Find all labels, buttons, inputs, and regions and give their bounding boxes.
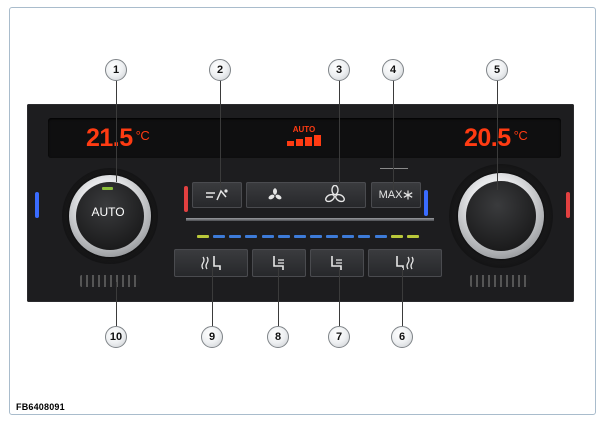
callout-line-5	[497, 80, 498, 190]
left-temperature-readout: 21.5°C	[86, 124, 150, 153]
callout-7: 7	[328, 326, 350, 348]
auto-intensity-bars-icon	[284, 135, 324, 146]
max-ac-indicator-line	[380, 168, 408, 169]
callout-2: 2	[209, 59, 231, 81]
max-ac-snowflake-icon	[403, 190, 413, 200]
callout-10: 10	[105, 326, 127, 348]
airflow-thumbwheel[interactable]	[80, 275, 140, 287]
auto-button[interactable]	[76, 182, 144, 250]
callout-6: 6	[391, 326, 413, 348]
max-ac-button[interactable]: MAX	[371, 182, 421, 208]
auto-button-label: AUTO	[91, 205, 125, 219]
auto-intensity-indicator: AUTO	[284, 125, 324, 150]
climate-display	[48, 118, 561, 158]
defrost-airflow-button[interactable]	[192, 182, 242, 208]
callout-line-10	[116, 282, 117, 326]
seat-ventilation-right-icon	[331, 256, 342, 270]
callout-9: 9	[201, 326, 223, 348]
callout-4: 4	[382, 59, 404, 81]
max-ac-label: MAX	[378, 189, 403, 201]
seat-heater-left-button[interactable]	[174, 249, 248, 277]
auto-led	[102, 187, 113, 190]
seat-heater-right-icon	[396, 256, 414, 270]
right-thumbwheel[interactable]	[470, 275, 530, 287]
seat-ventilation-right-button[interactable]	[310, 249, 364, 277]
callout-line-1	[116, 80, 117, 182]
left-cold-indicator	[35, 192, 39, 218]
led-indicator-strip	[197, 234, 419, 238]
fan-speed-rocker[interactable]	[246, 182, 366, 208]
right-temperature-readout: 20.5°C	[464, 124, 528, 153]
callout-line-4	[393, 80, 394, 190]
callout-line-6	[402, 268, 403, 326]
callout-line-9	[212, 268, 213, 326]
defrost-rear-airflow-icon	[206, 189, 228, 201]
callout-line-8	[278, 268, 279, 326]
seat-heater-left-icon	[201, 256, 221, 270]
right-temperature-value: 20.5	[464, 124, 511, 152]
left-temperature-unit: °C	[135, 128, 150, 143]
left-temperature-value: 21.5	[86, 124, 133, 152]
fan-low-icon[interactable]	[268, 188, 282, 202]
callout-8: 8	[267, 326, 289, 348]
callout-line-2	[220, 80, 221, 188]
right-knob-face	[466, 181, 536, 251]
fan-high-icon[interactable]	[324, 185, 345, 205]
right-warm-indicator	[566, 192, 570, 218]
callout-3: 3	[328, 59, 350, 81]
seat-ventilation-left-icon	[273, 256, 284, 270]
seat-ventilation-left-button[interactable]	[252, 249, 306, 277]
seat-heater-right-button[interactable]	[368, 249, 442, 277]
callout-line-7	[339, 268, 340, 326]
callout-1: 1	[105, 59, 127, 81]
figure-id: FB6408091	[16, 402, 65, 412]
chrome-trim-bar	[186, 218, 434, 221]
auto-intensity-label: AUTO	[292, 125, 316, 134]
right-cold-indicator	[424, 190, 428, 216]
right-temperature-unit: °C	[513, 128, 528, 143]
left-warm-indicator	[184, 186, 188, 212]
callout-line-3	[339, 80, 340, 190]
callout-5: 5	[486, 59, 508, 81]
